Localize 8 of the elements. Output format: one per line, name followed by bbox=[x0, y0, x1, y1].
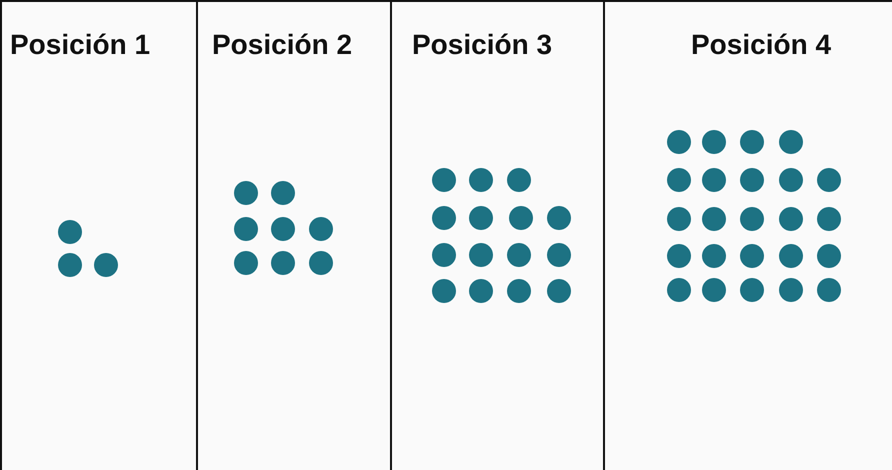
panel bbox=[0, 0, 196, 470]
panel-title: Posición 2 bbox=[212, 28, 352, 62]
panel bbox=[196, 0, 390, 470]
panel-title: Posición 1 bbox=[10, 28, 150, 62]
panel-title: Posición 3 bbox=[412, 28, 552, 62]
panel bbox=[603, 0, 892, 470]
panel bbox=[390, 0, 603, 470]
panel-title: Posición 4 bbox=[691, 28, 832, 62]
